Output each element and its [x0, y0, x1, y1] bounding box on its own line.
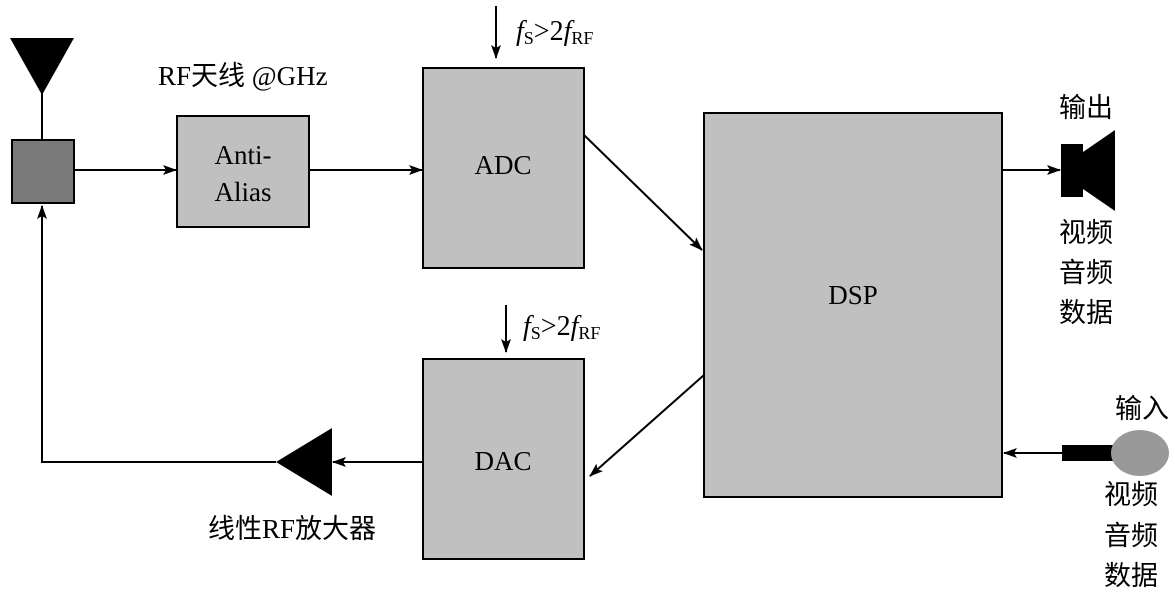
anti-alias-label-line2: Alias	[215, 177, 272, 207]
output-title: 输出	[1059, 93, 1113, 123]
svg-text:fS>2fRF: fS>2fRF	[516, 16, 593, 48]
dac-sampling-note: fS>2fRF	[501, 305, 600, 353]
amplifier-to-port-arrow	[37, 205, 276, 463]
dac-label: DAC	[474, 446, 531, 476]
anti-alias-label-line1: Anti-	[215, 140, 272, 170]
speaker-icon	[1061, 130, 1115, 211]
amplifier-label: 线性RF放大器	[208, 514, 376, 544]
duplexer-port	[11, 139, 75, 204]
dsp-to-dac-arrow	[589, 374, 705, 477]
dsp-block: DSP	[703, 112, 1003, 498]
antenna-icon	[10, 38, 74, 140]
output-line-3: 数据	[1059, 298, 1113, 328]
svg-text:fS>2fRF: fS>2fRF	[523, 311, 600, 343]
adc-sampling-note: fS>2fRF	[491, 6, 593, 59]
output-line-1: 视频	[1059, 218, 1113, 248]
adc-block: ADC	[422, 67, 585, 269]
microphone-icon	[1062, 430, 1169, 476]
anti-alias-block: Anti- Alias	[176, 115, 310, 228]
adc-label: ADC	[474, 150, 531, 180]
amplifier-icon	[276, 428, 332, 496]
dsp-label: DSP	[828, 280, 878, 310]
antenna-label: RF天线 @GHz	[158, 61, 328, 91]
dac-block: DAC	[422, 358, 585, 560]
input-line-3: 数据	[1104, 561, 1158, 591]
input-line-1: 视频	[1104, 480, 1158, 510]
input-line-2: 音频	[1104, 521, 1158, 551]
input-title: 输入	[1115, 394, 1169, 424]
output-line-2: 音频	[1059, 258, 1113, 288]
adc-to-dsp-arrow	[583, 134, 703, 251]
